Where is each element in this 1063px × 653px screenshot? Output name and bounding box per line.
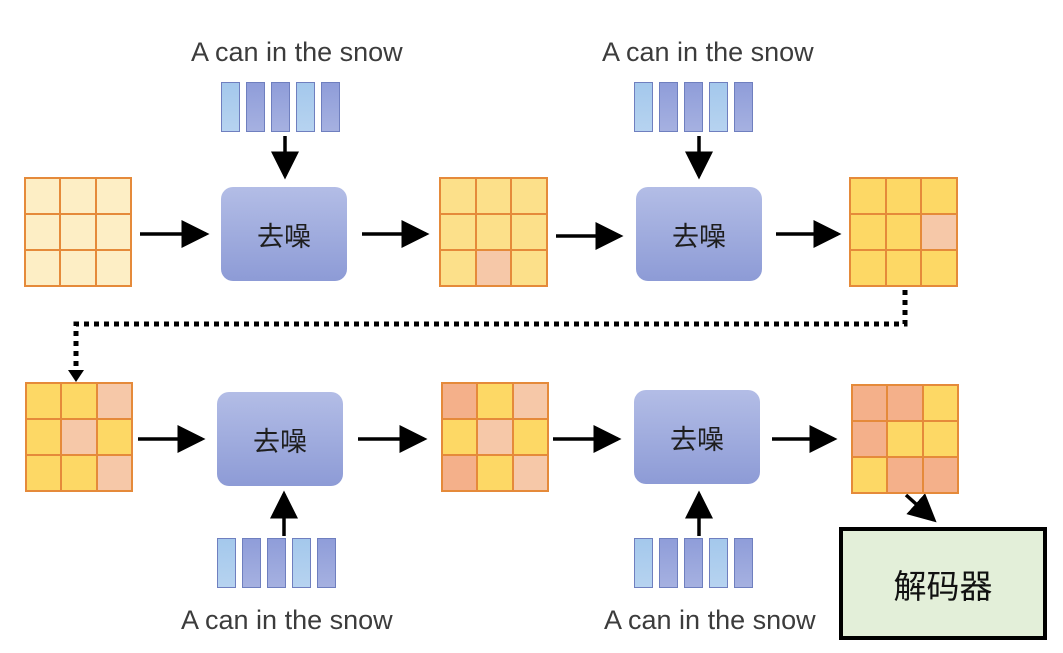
grid-cell	[95, 250, 131, 286]
grid-cell	[512, 383, 548, 419]
grid-cell	[26, 455, 62, 491]
text-embedding-3	[217, 538, 336, 588]
grid-cell	[922, 421, 958, 457]
text-embedding-2	[634, 82, 753, 132]
grid-cell	[95, 214, 131, 250]
arrow-grid6-to-decoder	[904, 493, 937, 523]
text-prompt-2: A can in the snow	[602, 37, 814, 67]
grid-cell	[477, 419, 513, 455]
grid-cell	[921, 214, 957, 250]
grid-cell	[440, 178, 476, 214]
text-prompt-4: A can in the snow	[604, 605, 816, 635]
grid-cell	[885, 214, 922, 250]
embedding-token	[246, 82, 265, 132]
embedding-token	[709, 538, 728, 588]
embedding-token	[684, 538, 703, 588]
grid-cell	[852, 385, 888, 421]
grid-cell	[96, 455, 132, 491]
grid-cell	[25, 178, 61, 214]
embedding-token	[659, 82, 678, 132]
dotted-connector-arrowhead	[68, 370, 84, 382]
embedding-token	[634, 538, 653, 588]
embedding-token	[634, 82, 653, 132]
grid-cell	[475, 214, 512, 250]
grid-cell	[96, 383, 132, 419]
text-embedding-4	[634, 538, 753, 588]
latent-grid-1	[24, 177, 132, 287]
grid-cell	[25, 214, 61, 250]
grid-cell	[60, 250, 96, 286]
grid-cell	[887, 421, 923, 457]
grid-cell	[442, 383, 478, 419]
embedding-token	[271, 82, 290, 132]
denoise-box-1: 去噪	[221, 187, 347, 281]
grid-cell	[921, 178, 957, 214]
grid-cell	[885, 178, 922, 214]
embedding-token	[684, 82, 703, 132]
grid-cell	[922, 385, 958, 421]
grid-cell	[25, 250, 61, 286]
grid-cell	[850, 178, 886, 214]
embedding-token	[267, 538, 286, 588]
grid-cell	[511, 214, 547, 250]
grid-cell	[442, 455, 478, 491]
latent-grid-2	[439, 177, 548, 287]
embedding-token	[217, 538, 236, 588]
grid-cell	[26, 419, 62, 455]
grid-cell	[511, 178, 547, 214]
grid-cell	[852, 421, 888, 457]
grid-cell	[887, 457, 923, 493]
grid-cell	[96, 419, 132, 455]
text-prompt-1: A can in the snow	[191, 37, 403, 67]
embedding-token	[292, 538, 311, 588]
grid-cell	[61, 455, 97, 491]
latent-grid-5	[441, 382, 549, 492]
embedding-token	[321, 82, 340, 132]
embedding-token	[734, 538, 753, 588]
grid-cell	[95, 178, 131, 214]
grid-cell	[850, 250, 886, 286]
grid-cell	[511, 250, 547, 286]
denoise-box-2: 去噪	[636, 187, 762, 281]
grid-cell	[442, 419, 478, 455]
grid-cell	[61, 419, 97, 455]
embedding-token	[734, 82, 753, 132]
embedding-token	[659, 538, 678, 588]
latent-grid-3	[849, 177, 958, 287]
text-embedding-1	[221, 82, 340, 132]
embedding-token	[709, 82, 728, 132]
grid-cell	[60, 178, 96, 214]
grid-cell	[440, 214, 476, 250]
grid-cell	[921, 250, 957, 286]
grid-cell	[60, 214, 96, 250]
denoise-box-3: 去噪	[217, 392, 343, 486]
grid-cell	[475, 178, 512, 214]
grid-cell	[477, 455, 513, 491]
grid-cell	[440, 250, 476, 286]
denoise-box-4: 去噪	[634, 390, 760, 484]
grid-cell	[477, 383, 513, 419]
dotted-continuation-connector	[73, 290, 908, 370]
grid-cell	[922, 457, 958, 493]
embedding-token	[317, 538, 336, 588]
grid-cell	[850, 214, 886, 250]
grid-cell	[512, 455, 548, 491]
grid-cell	[887, 385, 923, 421]
latent-grid-6	[851, 384, 959, 494]
grid-cell	[852, 457, 888, 493]
decoder-box: 解码器	[839, 527, 1047, 640]
embedding-token	[221, 82, 240, 132]
grid-cell	[885, 250, 922, 286]
grid-cell	[512, 419, 548, 455]
embedding-token	[242, 538, 261, 588]
grid-cell	[26, 383, 62, 419]
latent-grid-4	[25, 382, 133, 492]
text-prompt-3: A can in the snow	[181, 605, 393, 635]
grid-cell	[61, 383, 97, 419]
grid-cell	[475, 250, 512, 286]
embedding-token	[296, 82, 315, 132]
